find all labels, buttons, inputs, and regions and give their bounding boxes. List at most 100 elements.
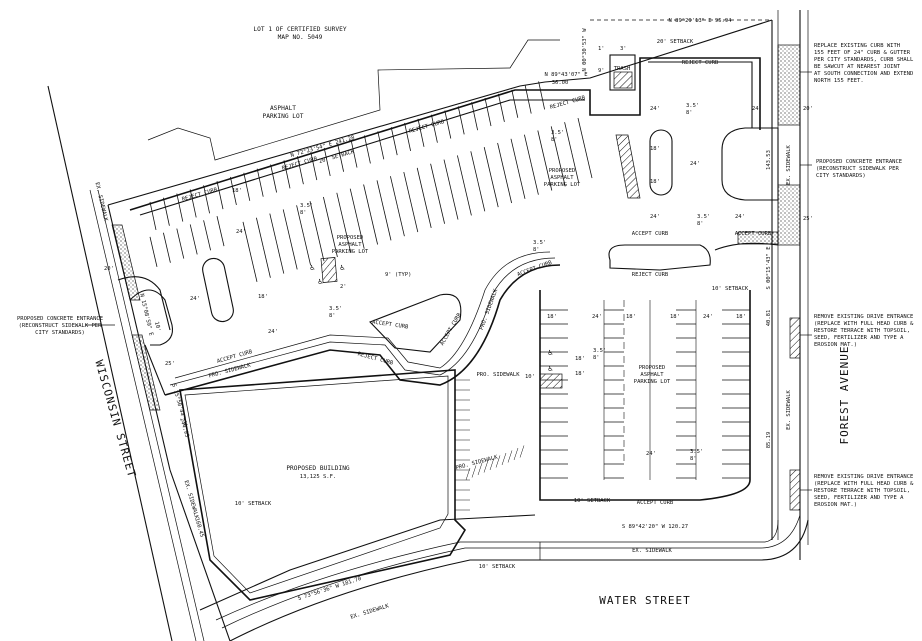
- reject-curb-label: REJECT CURB: [181, 187, 218, 203]
- dim-label: 24': [190, 296, 200, 302]
- dim-label: 18': [650, 146, 660, 152]
- parking-stall-line: [256, 217, 264, 248]
- parking-stall-line: [176, 193, 184, 222]
- parking-stall-line: [269, 213, 278, 244]
- bearing-label: N 89°43'07" E: [544, 72, 587, 78]
- dim-label: 1': [598, 46, 605, 52]
- accept-curb-label: ACCEPT CURB: [439, 312, 463, 347]
- note-remove-drive-2: REMOVE EXISTING DRIVE ENTRANCE (REPLACE …: [800, 474, 914, 508]
- dim-label: 24': [650, 106, 660, 112]
- dim-label: 18': [575, 371, 585, 377]
- island-dim: 3.5': [329, 306, 342, 312]
- dim-label: 18': [575, 356, 585, 362]
- note-line: NORTH 155 FEET.: [814, 78, 864, 84]
- parking-stall-line: [513, 447, 519, 461]
- parking-stall-line: [270, 164, 277, 193]
- dim-label: 24': [703, 314, 713, 320]
- dim-label: 24': [236, 229, 246, 235]
- parking-stall-line: [423, 197, 432, 228]
- dim-label: 25': [165, 361, 175, 367]
- note-line: 155 FEET OF 24" CURB & GUTTER: [814, 50, 911, 56]
- dim-label: 25': [803, 216, 813, 222]
- curbs: [117, 57, 779, 501]
- accessible-parking-icon: ♿: [318, 277, 323, 286]
- bearing-label: S 00°15'43" E: [766, 246, 772, 289]
- proposed-building: [179, 369, 525, 601]
- island-dim: 8': [329, 313, 336, 319]
- parking-stall-line: [349, 188, 358, 219]
- existing-sidewalk-label: EX. SIDEWALK: [786, 389, 792, 429]
- parking-stall-line: [363, 184, 371, 215]
- note-line: REPLACE EXISTING CURB WITH: [814, 43, 900, 49]
- proposed-lot-b-label-3: PARKING LOT: [544, 182, 581, 188]
- note-line: AT SOUTH CONNECTION AND EXTEND: [814, 71, 913, 77]
- note-line: PER CITY STANDARDS, CURB SHALL: [814, 57, 914, 63]
- parking-stall-line: [263, 247, 271, 278]
- parking-stall-line: [404, 122, 411, 152]
- parking-stall-line: [203, 185, 210, 214]
- parking-stall-line: [230, 176, 237, 206]
- parking-stalls-north: [149, 81, 545, 230]
- dim-label: 18': [670, 314, 680, 320]
- parking-stall-line: [356, 218, 365, 249]
- reject-curb-label: REJECT CURB: [357, 351, 394, 366]
- street-edges: [47, 10, 809, 641]
- island-dim: 8': [551, 137, 558, 143]
- parking-stall-line: [377, 131, 385, 160]
- parking-stall-line: [489, 457, 495, 471]
- dim-label: 24': [752, 106, 762, 112]
- note-line: REMOVE EXISTING DRIVE ENTRANCE: [814, 474, 913, 480]
- bearing-label: N 15°08'59" E: [138, 293, 154, 336]
- parking-stall-line: [297, 156, 304, 185]
- reject-curb-label: REJECT CURB: [549, 95, 586, 111]
- island-dim: 3.5': [551, 130, 564, 136]
- parking-stall-line: [310, 151, 318, 181]
- street-name-water: WATER STREET: [599, 594, 690, 607]
- bearing-label: 244.93: [178, 417, 189, 438]
- note-line: SEED, FERTILIZER AND TYPE A: [814, 495, 904, 501]
- dim-label: 24': [650, 214, 660, 220]
- bearing-label: 143.53: [766, 150, 772, 170]
- parking-stall-line: [282, 209, 291, 240]
- note-line: RESTORE TERRACE WITH TOPSOIL,: [814, 328, 910, 334]
- island-dim: 8': [593, 355, 600, 361]
- parking-stall-line: [511, 89, 519, 118]
- parking-stall-line: [216, 181, 224, 210]
- bearing-label: N 00°30'53" W: [582, 28, 588, 72]
- parking-stall-line: [470, 151, 479, 182]
- parking-stall-line: [471, 102, 478, 131]
- parking-stall-line: [163, 232, 171, 263]
- parking-stall-line: [510, 138, 519, 169]
- island-dim: 3.5': [533, 240, 546, 246]
- proposed-lot-label-3: PARKING LOT: [332, 249, 369, 255]
- parking-stalls-southeast: [540, 300, 750, 480]
- parking-stall-line: [531, 164, 539, 195]
- parking-stall-line: [464, 185, 472, 216]
- parking-stall-line: [571, 152, 579, 183]
- island-dim: 3.5': [697, 214, 710, 220]
- parking-stall-line: [276, 243, 285, 274]
- island-dims: 3.5' 8' 3.5' 8' 3.5' 8' 3.5' 8' 3.5' 8' …: [300, 103, 710, 462]
- note-line: (RECONSTRUCT SIDEWALK PER: [816, 166, 899, 172]
- parking-stalls-middle: [149, 117, 593, 282]
- setback-label: 10' SETBACK: [235, 501, 272, 507]
- parking-stall-line: [477, 181, 486, 212]
- proposed-lot-c-label-3: PARKING LOT: [634, 379, 671, 385]
- dim-label: 10': [525, 374, 535, 380]
- bearing-label: 36.00: [552, 80, 569, 86]
- island-dim: 8': [533, 247, 540, 253]
- parking-stall-line: [203, 220, 211, 251]
- parking-stall-line: [517, 168, 526, 199]
- concrete-entrances: [111, 44, 801, 411]
- proposed-lot-b-label-1: PROPOSED: [549, 168, 576, 174]
- parking-stall-line: [430, 163, 438, 194]
- parking-stall-line: [330, 226, 338, 258]
- parking-stall-line: [537, 130, 546, 161]
- parking-stall-line: [483, 460, 489, 473]
- building-area: 13,125 S.F.: [300, 474, 336, 480]
- parking-stall-line: [498, 93, 505, 122]
- parking-stall-line: [416, 167, 425, 198]
- note-line: REMOVE EXISTING DRIVE ENTRANCE: [814, 314, 913, 320]
- drive-entrance-hatch: [789, 469, 801, 511]
